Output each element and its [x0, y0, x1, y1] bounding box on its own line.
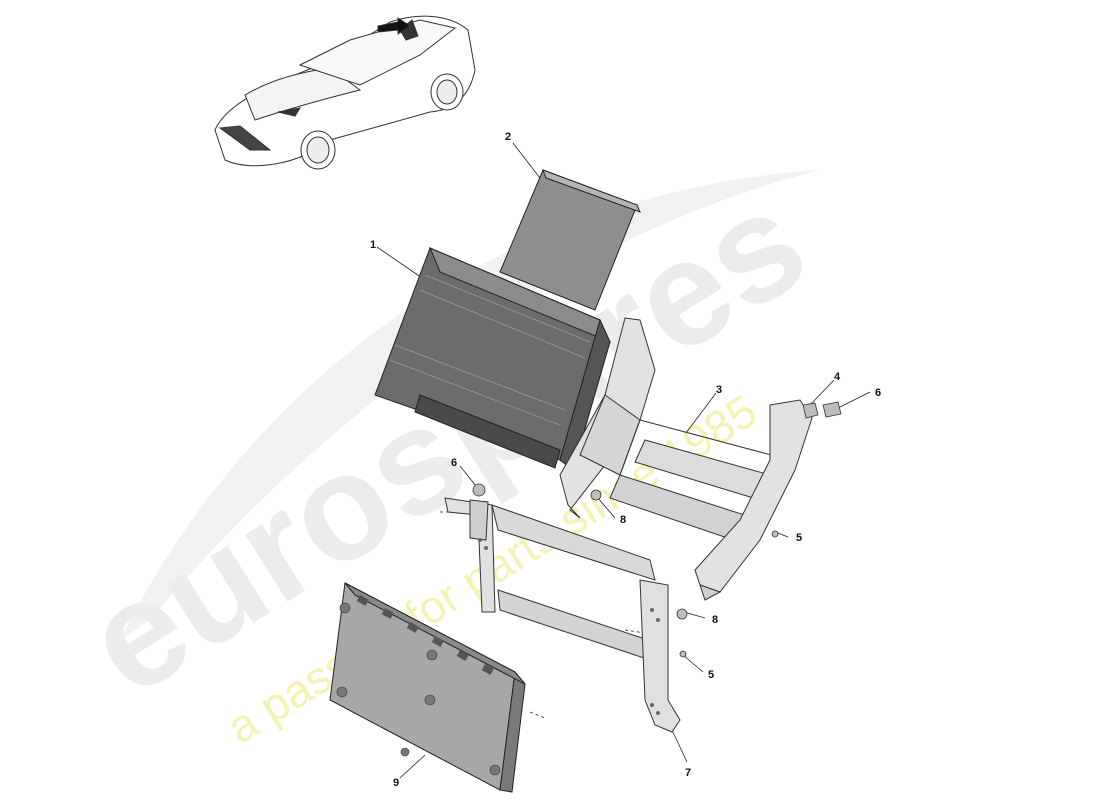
part-9-module: [329, 582, 526, 793]
callout-5-upper: 5: [796, 532, 802, 544]
callout-numbers: 1 2 3 4 5 5 6 6 7 8 8 9: [370, 131, 881, 789]
callout-8-upper: 8: [620, 514, 626, 526]
part-4-nut: [802, 402, 819, 419]
callout-1: 1: [370, 239, 376, 251]
callout-6-lower: 6: [451, 457, 457, 469]
callout-4: 4: [834, 371, 841, 383]
callout-3: 3: [716, 384, 722, 396]
fasteners: [472, 401, 842, 658]
part-7-bracket: [444, 497, 681, 733]
part-6-screw-upper: [822, 401, 842, 418]
part-5-screw-upper: [771, 530, 779, 538]
part-2-pad: [499, 169, 641, 311]
part-8-nut-upper: [590, 489, 602, 501]
callout-2: 2: [505, 131, 511, 143]
part-1-amplifier: [374, 247, 611, 471]
callout-9: 9: [393, 777, 399, 789]
leader-lines: [376, 142, 871, 779]
callout-5-lower: 5: [708, 669, 714, 681]
location-arrow-icon: [377, 17, 411, 35]
part-6-screw-lower: [472, 483, 486, 497]
part-8-nut-lower: [676, 608, 688, 620]
callout-7: 7: [685, 767, 691, 779]
callout-6-upper: 6: [875, 387, 881, 399]
part-5-screw-lower: [679, 650, 687, 658]
callout-8-lower: 8: [712, 614, 718, 626]
part-3-bracket: [559, 317, 813, 601]
car-thumbnail: [214, 15, 476, 170]
